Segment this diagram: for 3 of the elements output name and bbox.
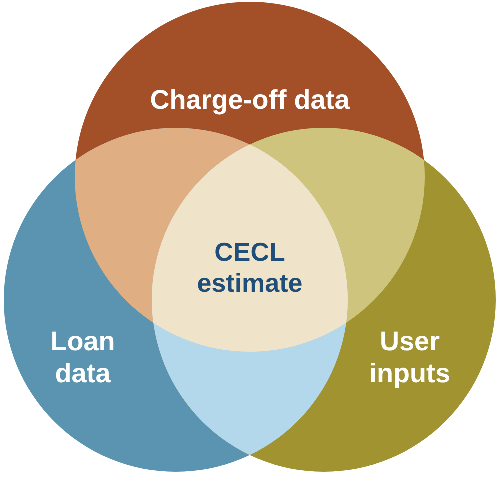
circle-label: User inputs	[355, 326, 465, 390]
circle-label: Charge-off data	[100, 84, 400, 116]
circle-label: Loan data	[28, 326, 138, 390]
